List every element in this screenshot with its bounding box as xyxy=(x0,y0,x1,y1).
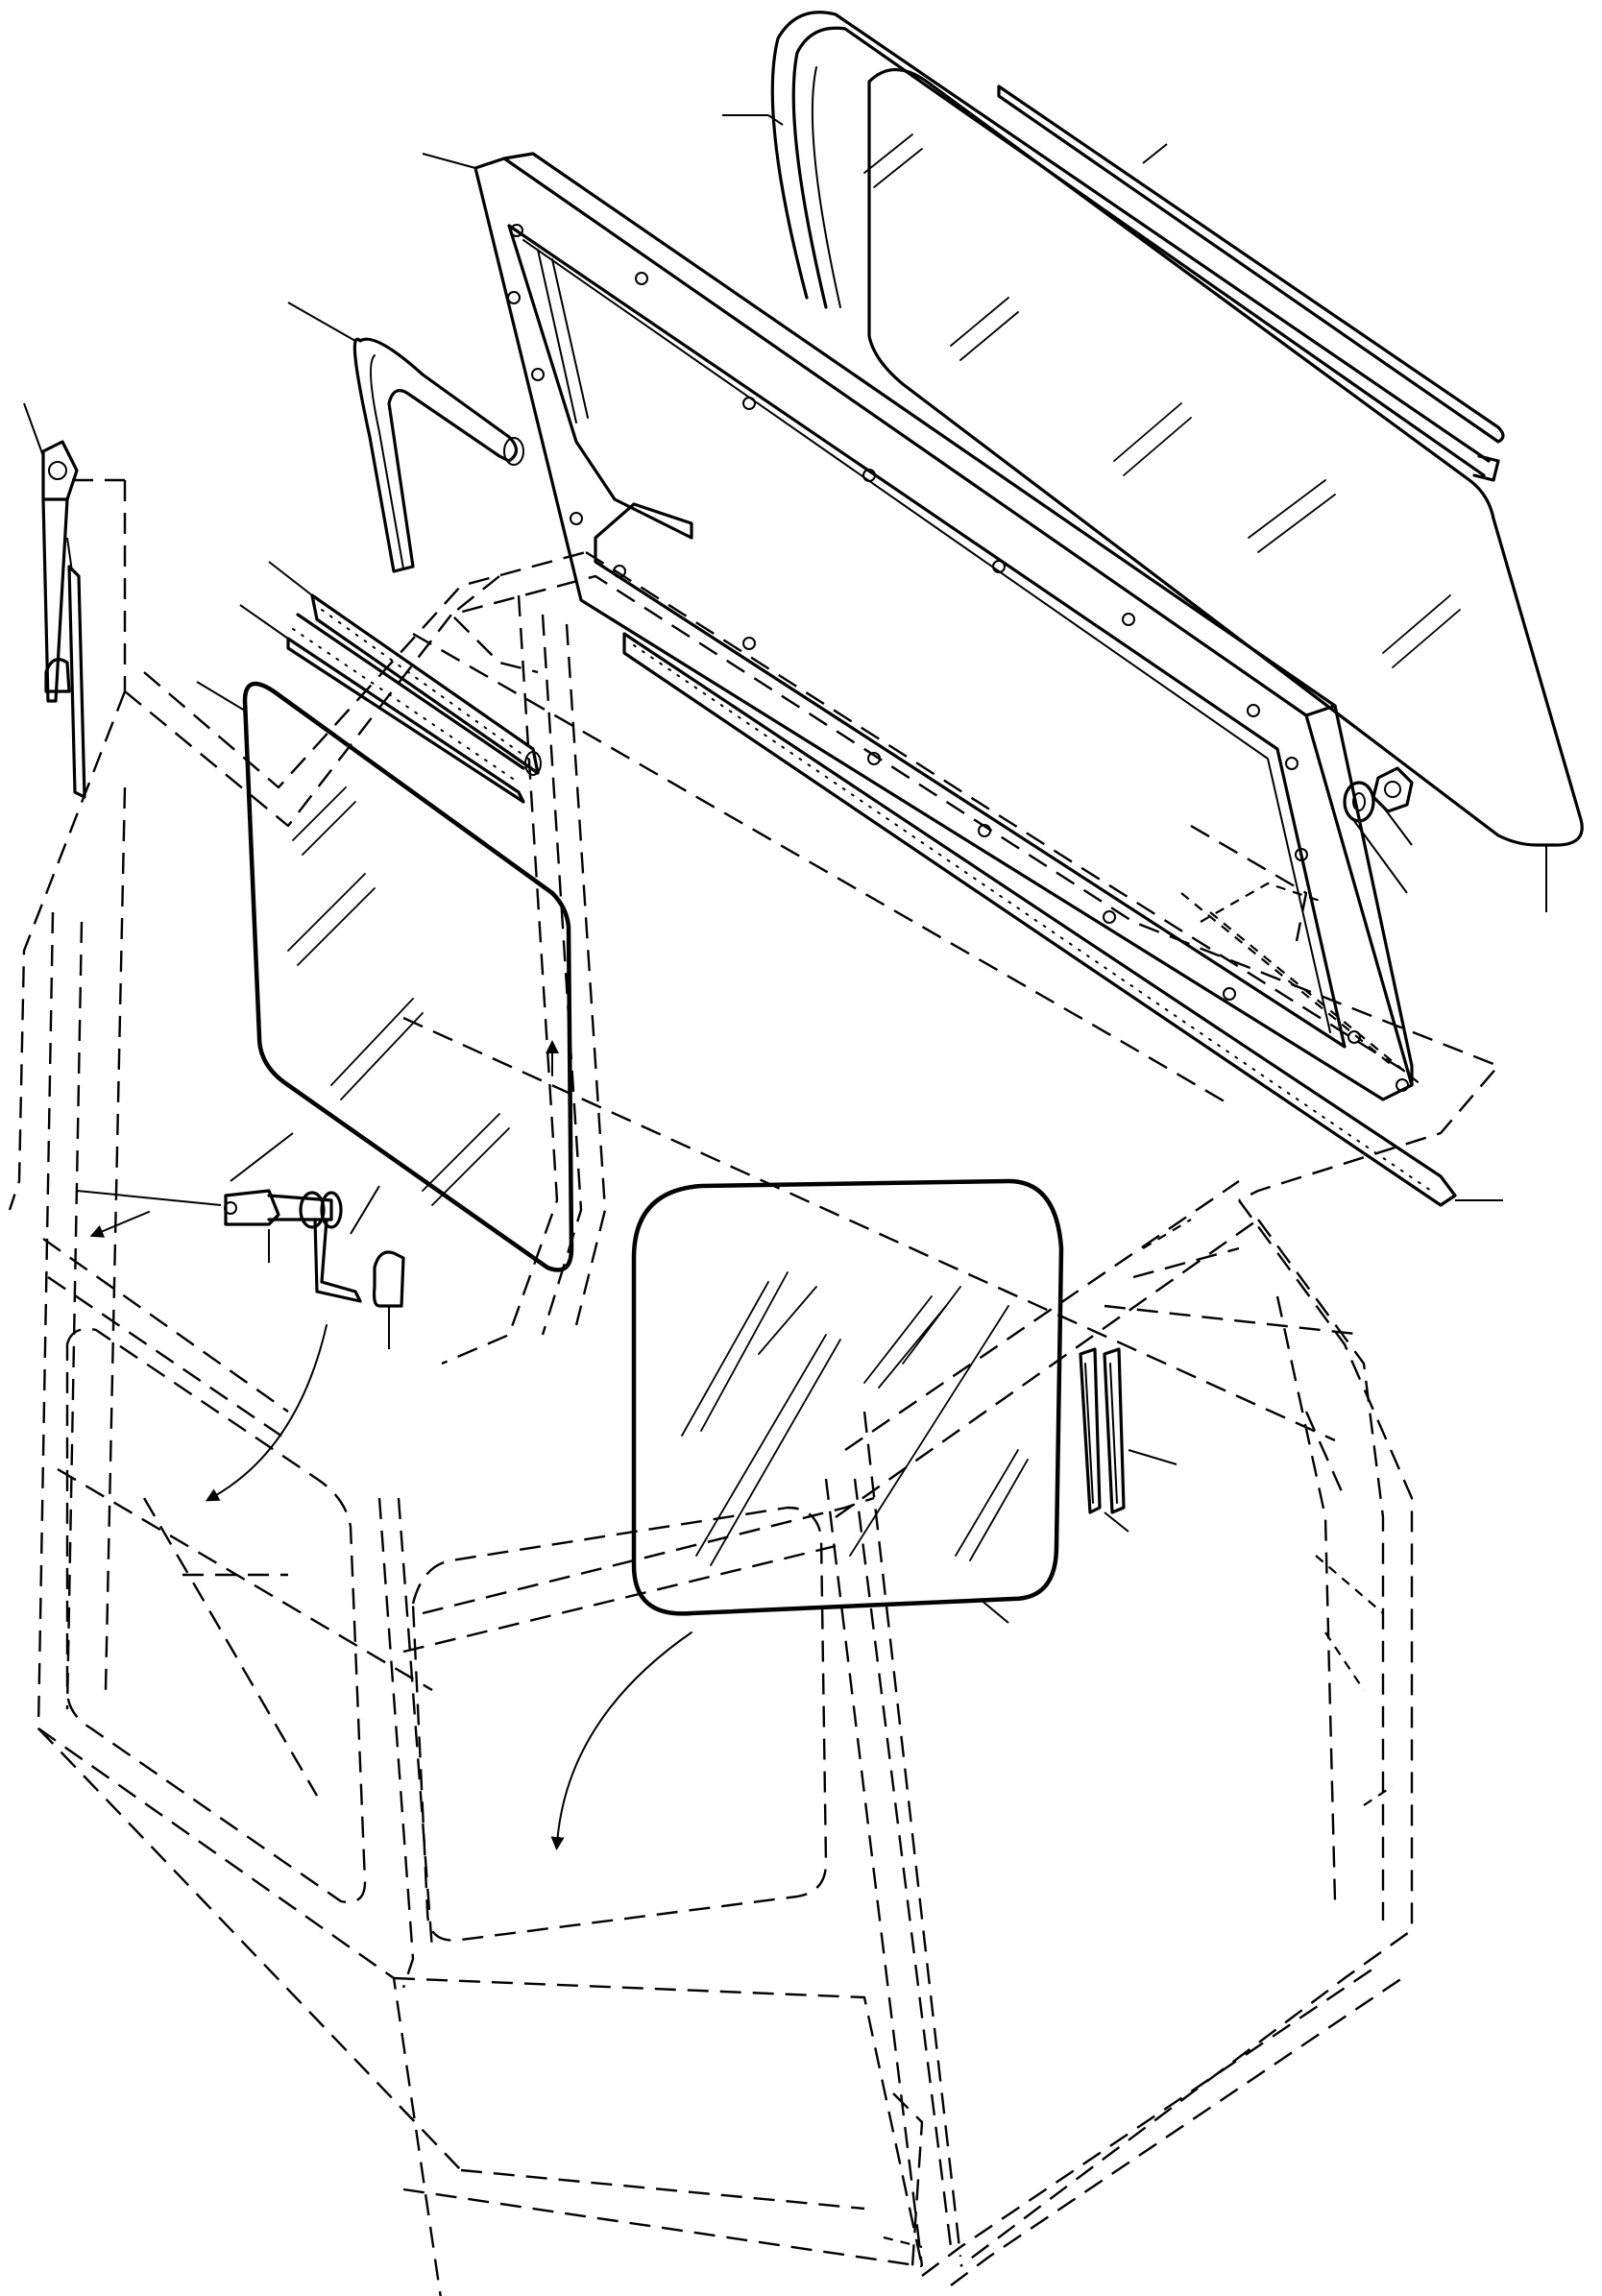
front-corner-glass xyxy=(631,1178,1064,1624)
crank-knob-cap xyxy=(372,1250,405,1349)
movement-arrows xyxy=(89,1040,692,1850)
side-slide-rails xyxy=(239,561,542,804)
latch-handle xyxy=(23,402,79,703)
side-seal-upper xyxy=(287,302,524,573)
corner-glass-channels xyxy=(1079,1347,1177,1533)
frame-nut xyxy=(1371,766,1414,846)
window-crank-handle xyxy=(76,1132,380,1303)
frame-washer xyxy=(1343,781,1408,894)
rear-glass-seal xyxy=(722,11,1500,482)
sliding-side-glass xyxy=(196,681,574,1272)
frame-lower-rail xyxy=(622,632,1503,1207)
latch-bracket xyxy=(44,537,86,799)
cab-outline xyxy=(8,478,1500,2296)
rear-window-frame xyxy=(422,152,1414,1101)
rear-glass-panel xyxy=(863,68,1584,912)
rear-glass-strip xyxy=(997,85,1505,444)
